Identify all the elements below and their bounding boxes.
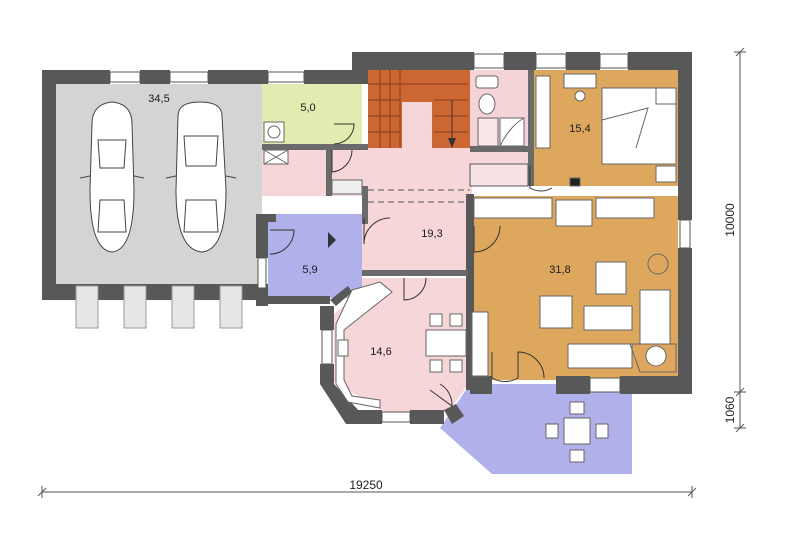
kitchen-furniture (335, 281, 467, 409)
room-label-utility: 5,0 (300, 102, 315, 114)
bedroom-furniture (535, 73, 677, 187)
garage-pillars (75, 285, 243, 329)
kitchen-floor (334, 278, 470, 414)
windows (109, 53, 691, 423)
entry-floor (268, 214, 362, 298)
living-furniture (471, 197, 677, 377)
room-label-bedroom: 15,4 (569, 123, 590, 135)
garage-floor (56, 84, 262, 284)
room-label-entry: 5,9 (302, 264, 317, 276)
bathroom-fixtures (475, 75, 525, 147)
room-labels: 34,5 5,0 15,4 19,3 5,9 31,8 14,6 (148, 93, 590, 358)
utility-fixtures (263, 121, 363, 195)
car-right-icon (165, 101, 237, 253)
dimension-lines (37, 47, 746, 498)
dimension-depth: 10000 (723, 203, 737, 237)
door-swings (269, 123, 553, 407)
car-left-icon (79, 101, 145, 253)
room-label-kitchen: 14,6 (370, 346, 391, 358)
room-label-living: 31,8 (549, 264, 570, 276)
room-label-hall: 19,3 (421, 228, 442, 240)
dimension-total-width: 19250 (349, 478, 383, 492)
staircase-icon (368, 70, 468, 148)
hall-floor-lower (362, 186, 472, 274)
hall-details (368, 163, 529, 203)
room-label-garage: 34,5 (148, 93, 169, 105)
terrace-furniture (545, 401, 609, 463)
dimension-terrace-depth: 1060 (723, 396, 737, 423)
